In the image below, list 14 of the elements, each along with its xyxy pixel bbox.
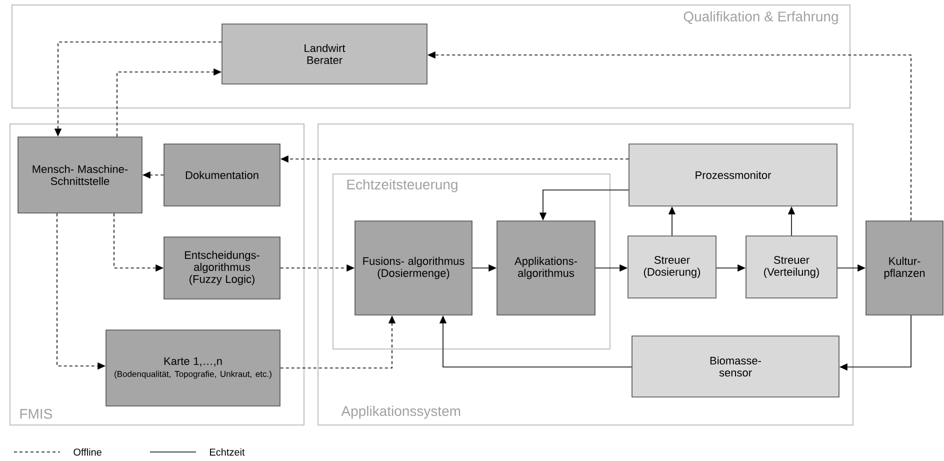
process-box: Kultur- pflanzen (866, 220, 944, 316)
process-box: Applikations- algorithmus (496, 220, 596, 316)
process-box: Karte 1,…,n (Bodenqualität, Topografie, Unkraut, etc.) (106, 330, 280, 406)
legend-label: Echtzeit (210, 448, 245, 456)
legend-label: Offline (74, 448, 102, 456)
process-box: Biomasse- sensor (632, 336, 840, 398)
process-box: Streuer (Verteilung) (746, 236, 838, 298)
process-box: Prozessmonitor (628, 144, 838, 206)
process-box: Mensch- Maschine- Schnittstelle (18, 136, 142, 214)
process-box: Entscheidungs- algorithmus (Fuzzy Logic) (164, 236, 280, 300)
process-box: Fusions- algorithmus (Dosiermenge) (354, 220, 472, 316)
process-box: Streuer (Dosierung) (628, 236, 716, 298)
process-box: Landwirt Berater (222, 24, 428, 84)
process-box: Dokumentation (164, 144, 280, 206)
